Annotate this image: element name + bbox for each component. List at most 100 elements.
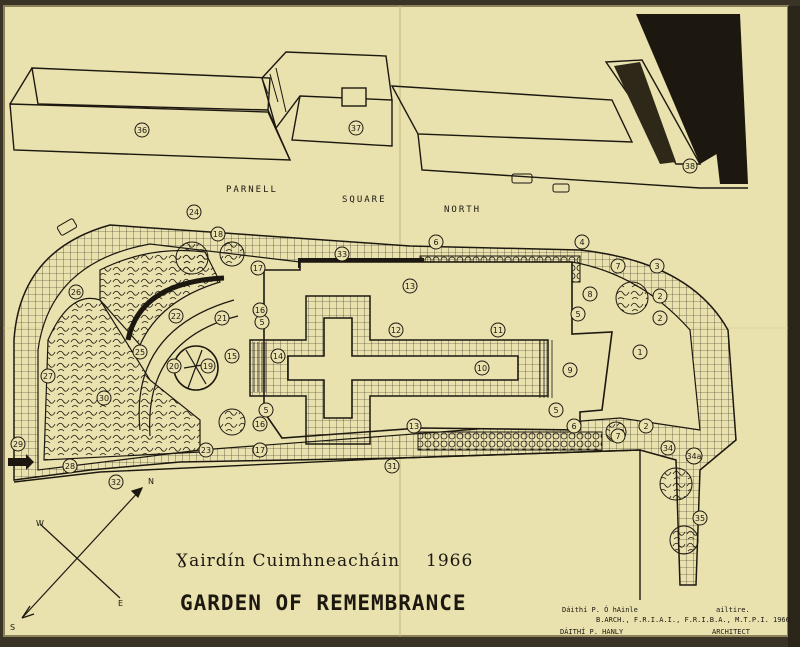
callout-l31: 31 [384, 458, 400, 474]
callout-circle [210, 226, 226, 242]
callout-number: 13 [405, 282, 415, 291]
callout-number: 3 [654, 262, 659, 271]
callout-circle [652, 310, 668, 326]
sig-irish-name: Dáithí P. Ó hAinle [562, 605, 638, 614]
callout-l12: 12 [388, 322, 404, 338]
callout-l4: 4 [574, 234, 590, 250]
callout-l17b: 17 [252, 442, 268, 458]
callout-circle [610, 428, 626, 444]
callout-number: 22 [171, 312, 181, 321]
callout-l13b: 13 [406, 418, 422, 434]
entrance-arrow-icon [8, 454, 34, 470]
title-english: GARDEN OF REMEMBRANCE [180, 591, 467, 615]
callout-circle [406, 418, 422, 434]
callout-l6a: 6 [428, 234, 444, 250]
compass-w: W [36, 519, 44, 528]
callout-circle [570, 306, 586, 322]
callout-number: 19 [203, 362, 213, 371]
callout-number: 20 [169, 362, 179, 371]
callout-circle [108, 474, 124, 490]
callout-number: 16 [255, 420, 265, 429]
callout-circle [10, 436, 26, 452]
callout-number: 27 [43, 372, 53, 381]
callout-circle [62, 458, 78, 474]
callout-circle [652, 288, 668, 304]
steps-14 [253, 340, 553, 398]
callout-l37: 37 [348, 120, 364, 136]
callout-l6b: 6 [566, 418, 582, 434]
callout-circle [632, 344, 648, 360]
callout-circle [168, 308, 184, 324]
dark-corner [788, 6, 800, 647]
callout-circle [582, 286, 598, 302]
callout-l25: 25 [132, 344, 148, 360]
sig-qualifications: B.ARCH., F.R.I.A.I., F.R.I.B.A., M.T.P.I… [596, 616, 790, 624]
callout-number: 21 [217, 314, 227, 323]
callout-l16b: 16 [252, 416, 268, 432]
callout-number: 5 [575, 310, 580, 319]
callout-circle [574, 234, 590, 250]
street-label-3: NORTH [444, 205, 481, 215]
callout-circle [638, 418, 654, 434]
callout-l35: 35 [692, 510, 708, 526]
title-irish: Ɣairdín Cuimhneacháin [176, 551, 400, 571]
compass-rose [21, 487, 144, 619]
callout-number: 2 [657, 292, 662, 301]
callout-l28: 28 [62, 458, 78, 474]
callout-circle [252, 416, 268, 432]
callout-number: 6 [433, 238, 438, 247]
callout-l36: 36 [134, 122, 150, 138]
callout-l29: 29 [10, 436, 26, 452]
callout-circle [68, 284, 84, 300]
callout-number: 10 [477, 364, 487, 373]
callout-number: 5 [259, 318, 264, 327]
callout-number: 24 [189, 208, 199, 217]
car-icon [56, 173, 570, 236]
callout-number: 38 [685, 162, 695, 171]
callout-number: 2 [657, 314, 662, 323]
building-38-dark [614, 14, 748, 184]
callout-l10: 10 [474, 360, 490, 376]
callout-number: 17 [253, 264, 263, 273]
callout-circle [96, 390, 112, 406]
sig-name: DÁITHÍ P. HANLY [560, 627, 624, 636]
callout-l8: 8 [582, 286, 598, 302]
callout-circle [660, 440, 676, 456]
callout-number: 7 [615, 432, 620, 441]
boundary-31 [13, 449, 641, 600]
callout-l7a: 7 [610, 258, 626, 274]
callout-circle [166, 358, 182, 374]
callout-number: 26 [71, 288, 81, 297]
callout-number: 30 [99, 394, 109, 403]
callout-circle [562, 362, 578, 378]
callout-l33: 33 [334, 246, 350, 262]
callout-number: 34 [663, 444, 673, 453]
callout-number: 16 [255, 306, 265, 315]
callout-number: 36 [137, 126, 147, 135]
cross-pool-10 [287, 317, 519, 419]
callout-circle [474, 360, 490, 376]
callout-number: 14 [273, 352, 283, 361]
callout-l5c: 5 [258, 402, 274, 418]
callout-l30: 30 [96, 390, 112, 406]
callout-l13a: 13 [402, 278, 418, 294]
callout-l19: 19 [200, 358, 216, 374]
callout-circle [224, 348, 240, 364]
hedge-6-south [417, 431, 603, 451]
callout-circle [132, 344, 148, 360]
callout-l20: 20 [166, 358, 182, 374]
callout-number: 7 [615, 262, 620, 271]
callout-circle [252, 302, 268, 318]
building-row-left [9, 67, 292, 161]
callout-l9: 9 [562, 362, 578, 378]
callout-circle [428, 234, 444, 250]
callout-circle [334, 246, 350, 262]
callout-circle [214, 310, 230, 326]
curved-wall-22 [125, 275, 225, 341]
callout-number: 2 [643, 422, 648, 431]
callout-circle [402, 278, 418, 294]
callout-l38: 38 [682, 158, 698, 174]
callout-l5b: 5 [570, 306, 586, 322]
callout-number: 4 [579, 238, 584, 247]
